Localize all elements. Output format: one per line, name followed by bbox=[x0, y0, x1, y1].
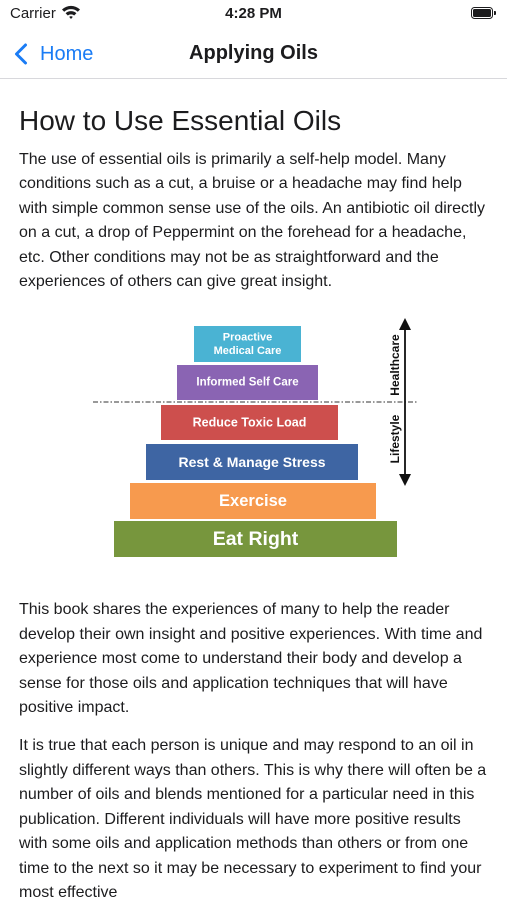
status-bar: Carrier 4:28 PM bbox=[0, 0, 507, 30]
pyramid-level-informed-self-care: Informed Self Care bbox=[177, 365, 318, 401]
pyramid-level-label: Medical Care bbox=[214, 345, 282, 357]
pyramid-level-reduce-toxic-load: Reduce Toxic Load bbox=[161, 405, 338, 441]
navigation-bar: Home Applying Oils bbox=[0, 30, 507, 79]
back-button[interactable]: Home bbox=[14, 39, 93, 69]
article-content: How to Use Essential Oils The use of ess… bbox=[19, 80, 489, 905]
carrier-label: Carrier bbox=[10, 5, 56, 22]
healthcare-label: Healthcare bbox=[388, 334, 402, 396]
back-label: Home bbox=[40, 42, 94, 65]
pyramid-level-label: Rest & Manage Stress bbox=[178, 454, 325, 470]
paragraph-uniqueness: It is true that each person is unique an… bbox=[19, 737, 487, 901]
lifestyle-label: Lifestyle bbox=[388, 415, 402, 464]
pyramid-level-label: Reduce Toxic Load bbox=[193, 416, 307, 430]
chevron-left-icon bbox=[15, 43, 27, 65]
pyramid-level-label: Informed Self Care bbox=[196, 377, 298, 389]
pyramid-level-label: Proactive bbox=[223, 332, 273, 344]
pyramid-level-label: Exercise bbox=[219, 492, 287, 510]
paragraph-experiences: This book shares the experiences of many… bbox=[19, 601, 483, 717]
pyramid-level-rest-and-manage-stress: Rest & Manage Stress bbox=[146, 444, 358, 481]
status-time: 4:28 PM bbox=[225, 5, 282, 22]
paragraph-intro: The use of essential oils is primarily a… bbox=[19, 151, 485, 291]
pyramid-level-eat-right: Eat Right bbox=[114, 521, 397, 558]
pyramid-level-exercise: Exercise bbox=[130, 483, 376, 520]
arrow-up-icon bbox=[399, 318, 411, 331]
battery-icon bbox=[471, 7, 497, 20]
wifi-icon bbox=[62, 5, 80, 19]
pyramid-level-label: Eat Right bbox=[213, 528, 299, 550]
article-heading: How to Use Essential Oils bbox=[19, 105, 342, 136]
page-title: Applying Oils bbox=[189, 42, 318, 64]
arrow-down-icon bbox=[399, 474, 411, 487]
